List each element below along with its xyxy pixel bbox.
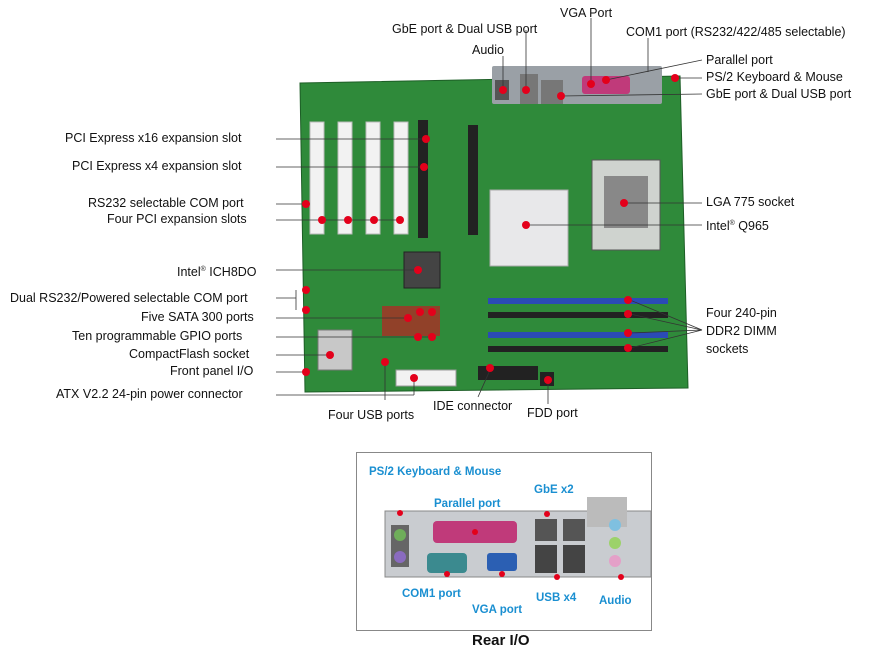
label-dimm-3: sockets	[706, 342, 749, 356]
label-fdd: FDD port	[527, 406, 578, 420]
rear-label-com1: COM1 port	[402, 588, 461, 600]
rear-com1-port	[427, 553, 467, 573]
dimm-slot-2	[488, 312, 668, 318]
pcie-x4-slot	[468, 125, 478, 235]
label-intel-ich8do: Intel® ICH8DO	[177, 265, 257, 280]
rear-audio-jack-2	[609, 537, 621, 549]
label-intel-q965: Intel® Q965	[706, 219, 769, 234]
pci-slot-1	[309, 121, 325, 235]
rear-audio-jack-1	[609, 519, 621, 531]
rear-label-vga: VGA port	[472, 604, 523, 616]
label-gbe-usb-top: GbE port & Dual USB port	[392, 22, 538, 36]
parallel-port-top	[582, 76, 630, 94]
rear-io-frame	[356, 452, 652, 631]
label-usb-ports: Four USB ports	[328, 408, 415, 422]
q965-heatsink	[489, 189, 569, 267]
label-dimm-2: DDR2 DIMM	[706, 324, 777, 338]
label-front-panel: Front panel I/O	[170, 364, 254, 378]
rear-gbe-port-2	[563, 519, 585, 541]
dimm-slot-4	[488, 346, 668, 352]
label-rs232-com: RS232 selectable COM port	[88, 196, 244, 210]
rear-gbe-port-1	[535, 519, 557, 541]
dimm-slot-3	[488, 332, 668, 338]
pcie-x16-slot	[418, 120, 428, 238]
label-gpio: Ten programmable GPIO ports	[72, 329, 243, 343]
rear-usb-block-1	[535, 545, 557, 573]
rear-label-gbe: GbE x2	[534, 484, 574, 496]
rear-audio-jack-3	[609, 555, 621, 567]
label-ide: IDE connector	[433, 399, 513, 413]
gbe-port-top-2	[541, 80, 563, 104]
label-pcie-x16: PCI Express x16 expansion slot	[65, 131, 242, 145]
rear-label-ps2: PS/2 Keyboard & Mouse	[369, 466, 502, 478]
label-sata: Five SATA 300 ports	[141, 310, 254, 324]
rear-vga-port	[487, 553, 517, 571]
label-com1-selectable: COM1 port (RS232/422/485 selectable)	[626, 25, 846, 39]
label-dimm-1: Four 240-pin	[706, 306, 777, 320]
label-lga775: LGA 775 socket	[706, 195, 795, 209]
pci-slot-2	[337, 121, 353, 235]
label-ps2: PS/2 Keyboard & Mouse	[706, 70, 843, 84]
label-four-pci: Four PCI expansion slots	[107, 212, 247, 226]
rear-io-shield-top	[492, 66, 662, 104]
rear-io-photo	[384, 497, 651, 580]
callout-dots	[302, 74, 679, 384]
rear-io-title: Rear I/O	[472, 632, 530, 649]
atx-connector	[395, 369, 457, 387]
label-vga-port: VGA Port	[560, 6, 613, 20]
cf-socket	[317, 329, 353, 371]
label-audio: Audio	[472, 43, 504, 57]
pci-slot-4	[393, 121, 409, 235]
rear-label-audio: Audio	[599, 595, 632, 607]
rear-label-parallel: Parallel port	[434, 498, 501, 510]
label-atx: ATX V2.2 24-pin power connector	[56, 387, 243, 401]
label-parallel-port: Parallel port	[706, 53, 773, 67]
dimm-slot-1	[488, 298, 668, 304]
label-dual-rs232: Dual RS232/Powered selectable COM port	[10, 291, 248, 305]
label-pcie-x4: PCI Express x4 expansion slot	[72, 159, 242, 173]
label-gbe-usb-right: GbE port & Dual USB port	[706, 87, 852, 101]
rear-usb-block-2	[563, 545, 585, 573]
pci-slot-3	[365, 121, 381, 235]
rear-label-usb: USB x4	[536, 592, 577, 604]
label-cf: CompactFlash socket	[129, 347, 250, 361]
